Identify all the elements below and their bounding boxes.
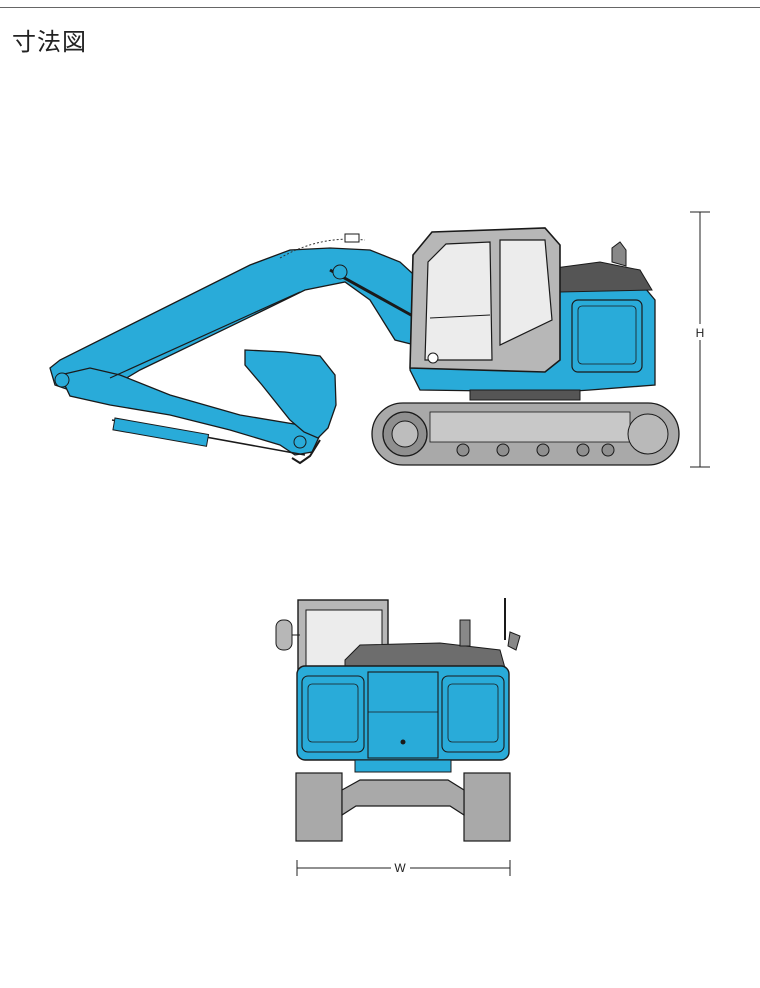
boom-pin	[332, 264, 348, 280]
swing-bearing	[469, 389, 581, 401]
page-title: 寸法図	[12, 28, 87, 56]
right-track	[463, 772, 511, 842]
width-label: W	[394, 861, 406, 875]
bucket-pin	[293, 435, 307, 449]
exhaust-pipe	[611, 241, 627, 267]
arm-cylinder	[112, 417, 210, 447]
track-side-frame	[429, 411, 631, 443]
cab-window-bar	[429, 314, 491, 319]
upper-cylinder	[329, 268, 421, 322]
excavator-side-view: H	[49, 211, 710, 468]
side-mirror	[275, 619, 293, 651]
top-divider	[0, 7, 760, 8]
cab-light	[427, 352, 439, 364]
rear-engine-top	[344, 642, 506, 669]
left-track	[295, 772, 343, 842]
track-crossmember	[341, 779, 465, 817]
sprocket-hub	[391, 420, 419, 448]
arm-pin	[54, 372, 70, 388]
engine-hood	[554, 261, 653, 293]
rear-light	[507, 631, 521, 651]
boom	[49, 247, 431, 393]
cab-door-window	[499, 239, 553, 346]
width-dimension	[296, 860, 511, 876]
rear-left-panel	[301, 675, 365, 753]
boom-light	[344, 233, 360, 243]
excavator-rear-view: W	[275, 598, 521, 876]
height-dimension	[690, 211, 710, 468]
idler-wheel	[627, 413, 669, 455]
rear-lock	[400, 739, 406, 745]
rear-center-panel	[367, 671, 439, 759]
engine-cover-panel	[571, 299, 643, 373]
cab-front-window	[424, 241, 493, 361]
boom-hoses	[279, 238, 366, 259]
bucket-link	[291, 439, 321, 465]
boom-cylinder	[109, 291, 301, 379]
height-label: H	[696, 326, 705, 340]
rear-right-panel	[441, 675, 505, 753]
rear-exhaust	[459, 619, 471, 647]
rear-bumper	[354, 759, 452, 773]
bucket	[244, 349, 337, 439]
track-rollers	[456, 443, 615, 457]
